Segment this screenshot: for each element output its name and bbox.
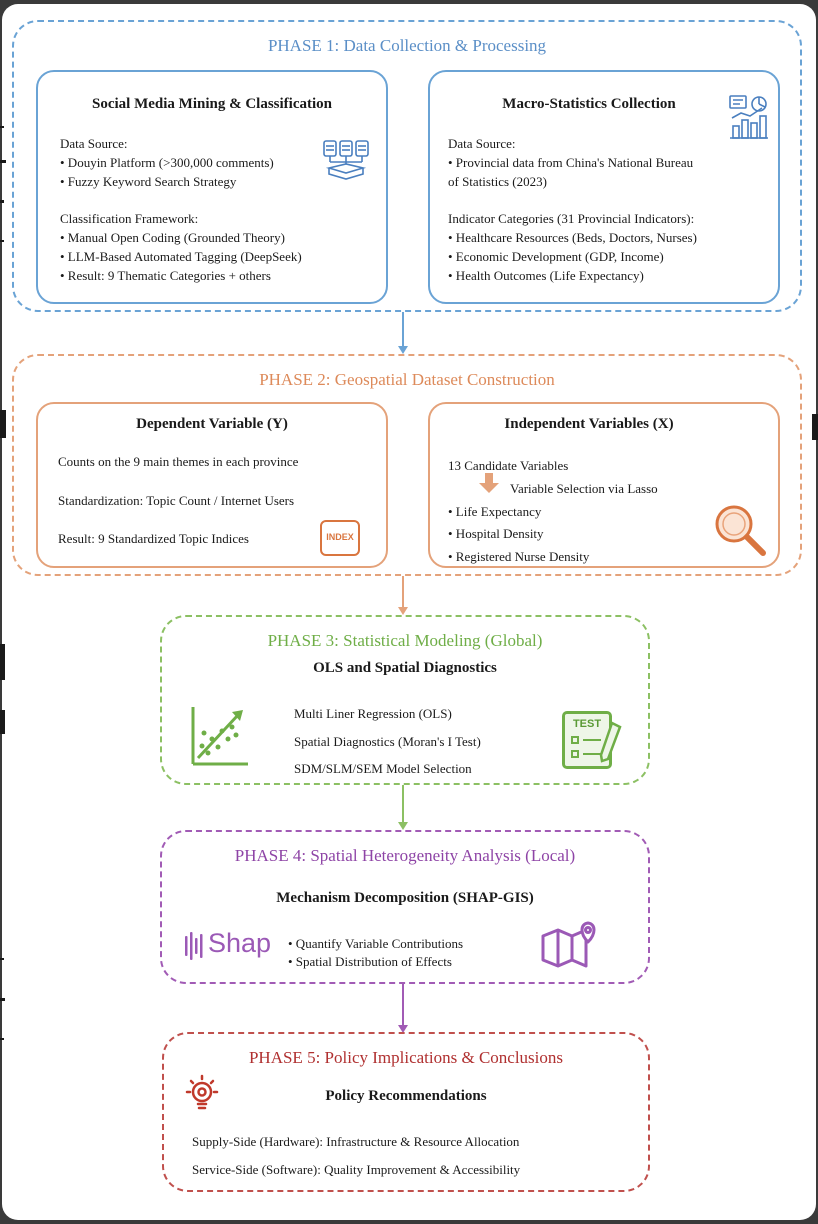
- checkbox-mark: [571, 736, 579, 744]
- phase4-subtitle: Mechanism Decomposition (SHAP-GIS): [276, 890, 534, 906]
- phase2-left-line: Standardization: Topic Count / Internet …: [58, 493, 295, 508]
- phase5-subtitle: Policy Recommendations: [325, 1088, 487, 1104]
- phase1-right-line: of Statistics (2023): [448, 174, 547, 189]
- phase2-left-line: Counts on the 9 main themes in each prov…: [58, 454, 299, 469]
- phase3-line: Multi Liner Regression (OLS): [294, 706, 452, 721]
- phase4-panel: PHASE 4: Spatial Heterogeneity Analysis …: [160, 830, 650, 984]
- phase4-line: • Quantify Variable Contributions: [288, 936, 464, 951]
- phase1-title: PHASE 1: Data Collection & Processing: [267, 36, 547, 55]
- phase5-line: Supply-Side (Hardware): Infrastructure &…: [192, 1134, 520, 1149]
- regression-chart-icon: [191, 707, 248, 766]
- phase2-right-bullet: • Life Expectancy: [448, 504, 542, 519]
- arrowhead: [398, 822, 408, 830]
- candidate-variables: 13 Candidate Variables: [448, 458, 569, 473]
- connector-arrow: [402, 785, 404, 825]
- phase1-right-line: Data Source:: [448, 136, 516, 151]
- checkbox-mark: [571, 750, 579, 758]
- phase1-right-card: Macro-Statistics Collection Data Source:…: [428, 70, 780, 304]
- phase2-right-bullet: • Hospital Density: [448, 526, 544, 541]
- phase1-right-title: Macro-Statistics Collection: [502, 96, 676, 112]
- lasso-selection: Variable Selection via Lasso: [510, 481, 658, 496]
- phase4-line: • Spatial Distribution of Effects: [288, 954, 452, 969]
- phase3-subtitle: OLS and Spatial Diagnostics: [313, 660, 497, 676]
- line-mark: [583, 753, 601, 755]
- phase1-right-line: • Health Outcomes (Life Expectancy): [448, 268, 644, 283]
- phase2-left-card: Dependent Variable (Y) Counts on the 9 m…: [36, 402, 388, 568]
- map-pin-icon: [541, 921, 596, 968]
- phase4-title: PHASE 4: Spatial Heterogeneity Analysis …: [234, 846, 576, 865]
- phase1-left-card: Social Media Mining & Classification Dat…: [36, 70, 388, 304]
- line-mark: [583, 739, 601, 741]
- diagram-page: PHASE 1: Data Collection & Processing So…: [2, 4, 816, 1220]
- arrowhead: [398, 607, 408, 615]
- phase1-right-line: • Provincial data from China's National …: [448, 155, 694, 170]
- phase1-panel: PHASE 1: Data Collection & Processing So…: [12, 20, 802, 312]
- shap-logo-text: Shap: [208, 928, 272, 958]
- phase1-right-line: • Economic Development (GDP, Income): [448, 249, 664, 264]
- phase1-left-line: • Douyin Platform (>300,000 comments): [60, 155, 274, 170]
- phase5-line: Service-Side (Software): Quality Improve…: [192, 1162, 521, 1177]
- phase1-left-line: • Fuzzy Keyword Search Strategy: [60, 174, 237, 189]
- phase2-title: PHASE 2: Geospatial Dataset Construction: [259, 370, 555, 389]
- phase1-left-title: Social Media Mining & Classification: [92, 96, 332, 112]
- test-icon-label: TEST: [572, 718, 602, 730]
- phase1-left-line: • Manual Open Coding (Grounded Theory): [60, 230, 285, 245]
- connector-arrow: [402, 984, 404, 1028]
- connector-arrow: [402, 312, 404, 348]
- phase5-panel: PHASE 5: Policy Implications & Conclusio…: [162, 1032, 650, 1192]
- phase2-right-card: Independent Variables (X) 13 Candidate V…: [428, 402, 780, 568]
- phase1-left-line: • Result: 9 Thematic Categories + others: [60, 268, 271, 283]
- phase2-right-title: Independent Variables (X): [504, 416, 674, 432]
- phase3-line: Spatial Diagnostics (Moran's I Test): [294, 734, 481, 749]
- phase2-panel: PHASE 2: Geospatial Dataset Construction…: [12, 354, 802, 576]
- pencil-icon: [599, 721, 622, 763]
- phase1-left-line: • LLM-Based Automated Tagging (DeepSeek): [60, 249, 302, 264]
- phase3-title: PHASE 3: Statistical Modeling (Global): [267, 631, 543, 650]
- phase2-left-line: Result: 9 Standardized Topic Indices: [58, 531, 249, 546]
- phase1-right-line: Indicator Categories (31 Provincial Indi…: [448, 211, 695, 226]
- phase2-left-title: Dependent Variable (Y): [136, 416, 288, 432]
- phase1-left-line: Classification Framework:: [60, 211, 199, 226]
- arrowhead: [398, 346, 408, 354]
- phase3-line: SDM/SLM/SEM Model Selection: [294, 761, 472, 776]
- database-server-icon: [323, 140, 369, 180]
- phase2-right-bullet: • Registered Nurse Density: [448, 549, 590, 564]
- connector-arrow: [402, 576, 404, 610]
- index-icon-label: INDEX: [326, 532, 354, 542]
- arrowhead: [398, 1025, 408, 1033]
- index-icon: INDEX: [320, 520, 360, 556]
- phase5-title: PHASE 5: Policy Implications & Conclusio…: [248, 1048, 564, 1067]
- phase1-right-line: • Healthcare Resources (Beds, Doctors, N…: [448, 230, 697, 245]
- down-arrow-icon: [479, 473, 499, 493]
- statistics-chart-icon: [729, 95, 768, 139]
- magnifier-icon: [715, 505, 766, 556]
- shap-logo-icon: [185, 932, 203, 960]
- lightbulb-icon: [185, 1074, 219, 1110]
- phase1-left-line: Data Source:: [60, 136, 128, 151]
- phase3-panel: PHASE 3: Statistical Modeling (Global) O…: [160, 615, 650, 785]
